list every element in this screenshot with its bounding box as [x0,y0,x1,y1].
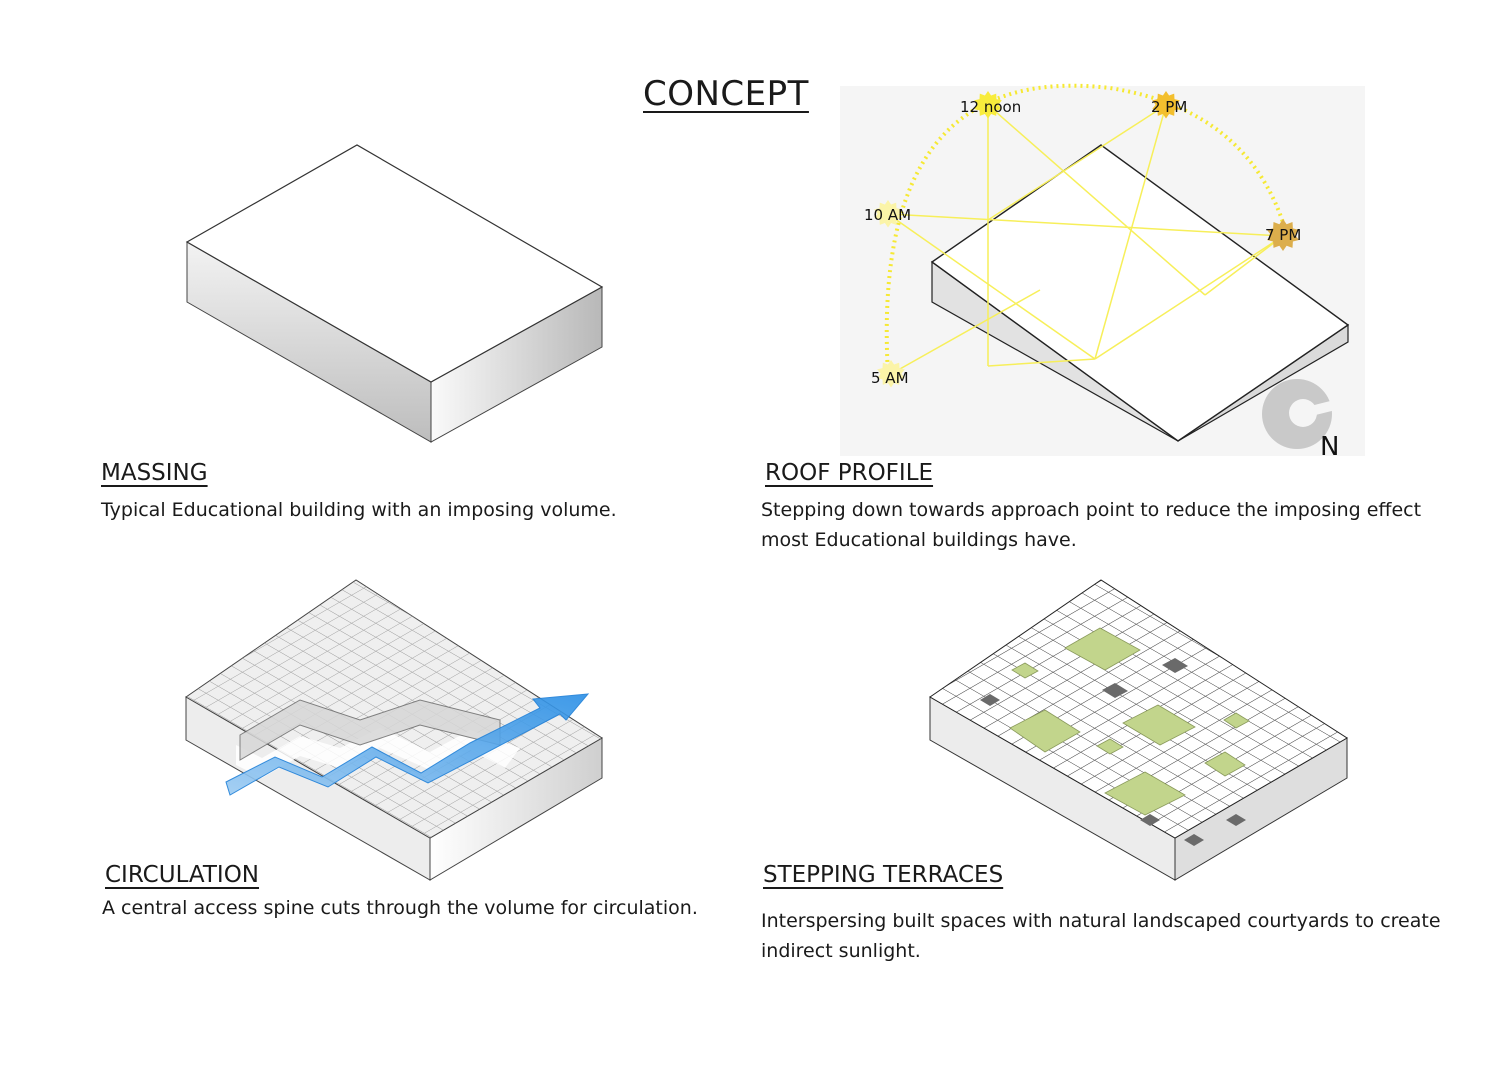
label-7-pm: 7 PM [1265,226,1301,244]
sun-labels: 12 noon 2 PM 10 AM 7 PM 5 AM [864,98,1301,387]
courtyard [1223,712,1250,729]
void [1140,814,1160,826]
courtyard [1122,704,1196,746]
sun-7-pm-icon [1267,219,1299,251]
courtyard [1064,627,1141,671]
void [1102,683,1128,698]
compass-icon [1262,379,1339,449]
stepping-terraces-diagram [929,579,1348,881]
void [1226,814,1246,826]
sun-2-pm-icon [1152,91,1180,119]
roof-profile-title: ROOF PROFILE [765,460,934,486]
circulation-description: A central access spine cuts through the … [102,897,698,919]
courtyards [1009,627,1250,816]
terraces-top-face [929,579,1348,839]
courtyard [1096,738,1124,755]
voids [980,658,1246,846]
circulation-arrow [225,693,590,796]
void [980,694,1000,706]
circulation-title: CIRCULATION [105,862,260,888]
circulation-diagram [185,579,603,881]
sun-10-am-icon [874,200,902,228]
courtyard [1009,709,1081,753]
label-12-noon: 12 noon [960,98,1021,116]
massing-title: MASSING [101,460,208,486]
stepping-terraces-description: Interspersing built spaces with natural … [761,910,1441,962]
roof-profile-description: Stepping down towards approach point to … [761,499,1422,551]
sun-path-arc [884,83,1288,375]
sun-12-noon-icon [974,91,1002,119]
void [1162,658,1188,673]
void [1184,834,1204,846]
spine-cut [236,728,520,778]
courtyard [1011,662,1039,679]
courtyard [1104,771,1186,816]
massing-description: Typical Educational building with an imp… [101,499,617,521]
label-5-am: 5 AM [871,369,909,387]
label-10-am: 10 AM [864,206,911,224]
sun-5-am-icon [877,360,905,388]
label-2-pm: 2 PM [1151,98,1187,116]
stepping-terraces-title: STEPPING TERRACES [763,862,1004,888]
massing-top-face [185,144,604,383]
page-title: CONCEPT [643,74,809,114]
sun-rays [887,104,1284,375]
roof-profile-diagram: 12 noon 2 PM 10 AM 7 PM 5 AM N [840,83,1365,462]
compass-north-label: N [1320,432,1339,462]
courtyard [1204,751,1246,777]
massing-diagram [185,144,604,443]
